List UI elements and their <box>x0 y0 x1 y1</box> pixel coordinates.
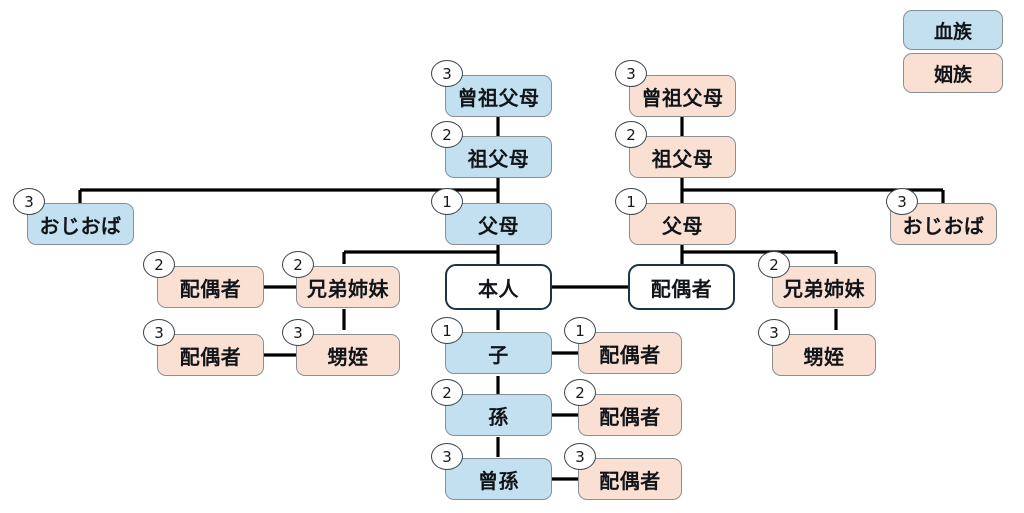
node-label: 配偶者 <box>179 276 242 301</box>
node-sibling-spouse-self[interactable]: 配偶者 <box>157 266 264 308</box>
degree-badge-great-grandparents-self: 3 <box>431 60 463 87</box>
node-label: 父母 <box>478 213 519 238</box>
node-label: おじおば <box>39 213 122 238</box>
node-nephew-niece-self[interactable]: 甥姪 <box>296 334 400 376</box>
node-parents-self[interactable]: 父母 <box>445 203 552 245</box>
degree-badge-grandparents-spouse: 2 <box>615 121 647 148</box>
degree-badge-uncle-aunt-self: 3 <box>13 188 45 215</box>
node-label: 曾孫 <box>478 468 519 493</box>
node-label: 本人 <box>478 276 519 301</box>
node-sibling-self[interactable]: 兄弟姉妹 <box>296 266 400 308</box>
node-great-grandparents-spouse[interactable]: 曾祖父母 <box>629 75 736 117</box>
degree-badge-great-grandchild: 3 <box>431 443 463 470</box>
degree-badge-nephew-niece-self: 3 <box>282 319 314 346</box>
node-great-grandchild[interactable]: 曾孫 <box>445 458 552 500</box>
node-grandparents-self[interactable]: 祖父母 <box>445 136 552 178</box>
node-label: 父母 <box>662 213 703 238</box>
node-uncle-aunt-self[interactable]: おじおば <box>27 203 134 245</box>
node-label: 兄弟姉妹 <box>307 276 389 301</box>
node-label: 祖父母 <box>467 146 530 171</box>
node-label: 兄弟姉妹 <box>783 276 865 301</box>
node-spouse[interactable]: 配偶者 <box>628 264 735 310</box>
node-label: 配偶者 <box>599 342 661 367</box>
node-label: 祖父母 <box>651 146 714 171</box>
degree-badge-sibling-spouse-side: 2 <box>758 251 790 278</box>
degree-badge-grandchild-spouse: 2 <box>564 379 596 406</box>
node-label: 孫 <box>488 404 509 429</box>
degree-badge-great-grandchild-spouse: 3 <box>564 443 596 470</box>
node-label: 配偶者 <box>650 276 713 301</box>
degree-badge-sibling-self: 2 <box>282 251 314 278</box>
degree-badge-grandchild: 2 <box>431 379 463 406</box>
node-great-grandparents-self[interactable]: 曾祖父母 <box>445 75 552 117</box>
degree-badge-child-spouse: 1 <box>564 317 596 344</box>
legend-item-inlaw: 姻族 <box>903 53 1003 93</box>
legend-label-blood: 血族 <box>933 20 972 43</box>
node-child-spouse[interactable]: 配偶者 <box>578 332 682 374</box>
node-self[interactable]: 本人 <box>445 264 552 310</box>
node-grandchild[interactable]: 孫 <box>445 394 552 436</box>
degree-badge-parents-spouse: 1 <box>615 188 647 215</box>
legend-item-blood: 血族 <box>903 10 1003 50</box>
node-label: 子 <box>488 342 509 367</box>
node-nephew-niece-spouse-side[interactable]: 甥姪 <box>772 334 876 376</box>
node-sibling-spouse-side[interactable]: 兄弟姉妹 <box>772 266 876 308</box>
node-label: 曾祖父母 <box>641 85 724 110</box>
degree-badge-parents-self: 1 <box>431 188 463 215</box>
node-nephew-niece-spouse-self[interactable]: 配偶者 <box>157 334 264 376</box>
degree-badge-uncle-aunt-spouse: 3 <box>886 188 918 215</box>
degree-badge-sibling-spouse-self: 2 <box>143 251 175 278</box>
degree-badge-great-grandparents-spouse: 3 <box>615 60 647 87</box>
node-parents-spouse[interactable]: 父母 <box>629 203 736 245</box>
degree-badge-nephew-niece-spouse-side: 3 <box>758 319 790 346</box>
degree-badge-nephew-niece-spouse-self: 3 <box>143 319 175 346</box>
legend-label-inlaw: 姻族 <box>933 63 972 86</box>
node-child[interactable]: 子 <box>445 332 552 374</box>
node-great-grandchild-spouse[interactable]: 配偶者 <box>578 458 682 500</box>
degree-badge-grandparents-self: 2 <box>431 121 463 148</box>
degree-badge-child: 1 <box>431 317 463 344</box>
node-label: 配偶者 <box>599 404 661 429</box>
node-label: 配偶者 <box>179 344 242 369</box>
node-label: おじおば <box>902 213 985 238</box>
node-label: 配偶者 <box>599 468 661 493</box>
node-grandchild-spouse[interactable]: 配偶者 <box>578 394 682 436</box>
node-grandparents-spouse[interactable]: 祖父母 <box>629 136 736 178</box>
node-label: 甥姪 <box>327 344 369 369</box>
node-label: 甥姪 <box>803 344 845 369</box>
node-label: 曾祖父母 <box>457 85 540 110</box>
